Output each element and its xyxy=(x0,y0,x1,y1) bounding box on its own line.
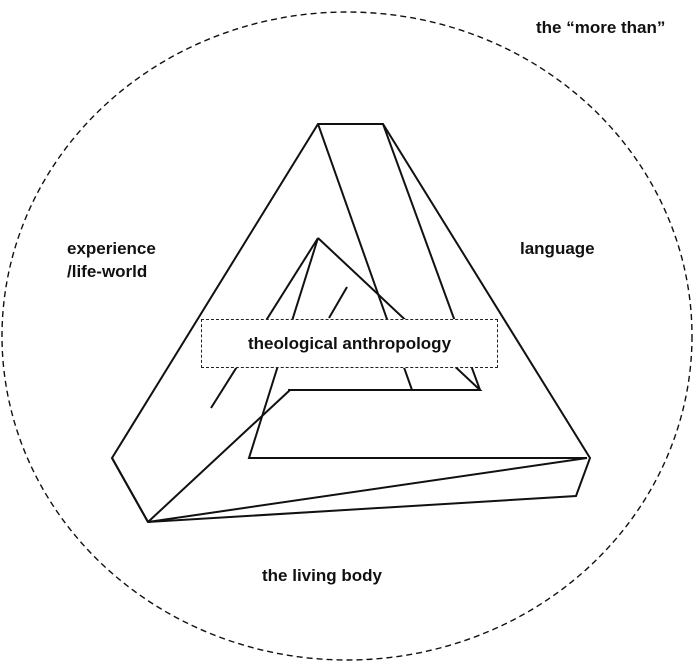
outer-label: the “more than” xyxy=(536,18,666,37)
bottom-label: the living body xyxy=(262,566,382,585)
left-label-line1: experience xyxy=(67,239,156,258)
center-label-box: theological anthropology xyxy=(201,319,498,368)
right-label: language xyxy=(520,239,595,258)
more-than-circle xyxy=(1,11,693,661)
center-label: theological anthropology xyxy=(247,333,452,353)
left-label: experience /life-world xyxy=(67,238,156,284)
left-label-line2: /life-world xyxy=(67,261,148,281)
